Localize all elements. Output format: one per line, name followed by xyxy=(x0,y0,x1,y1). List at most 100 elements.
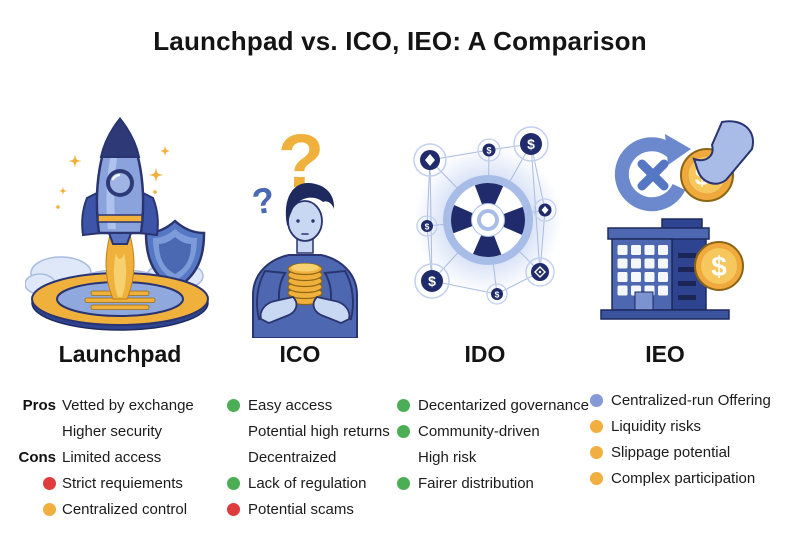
eth-node-icon xyxy=(413,143,447,177)
green-bullet-icon xyxy=(227,476,240,490)
building-icon xyxy=(600,218,730,320)
launch-pad-icon xyxy=(31,272,209,331)
building-windows xyxy=(617,245,668,296)
bullet-area xyxy=(397,398,410,412)
hand-holding-coin-icon: $ xyxy=(680,120,755,202)
bullet-area xyxy=(397,476,410,490)
list-item-text: Decentarized governance xyxy=(418,396,589,414)
list-item: Centralized-run Offering xyxy=(590,387,771,413)
list-item-text: Centralized control xyxy=(62,500,188,518)
dollar-node-icon: $ xyxy=(513,126,549,162)
list-item-text: Fairer distribution xyxy=(418,474,534,492)
list-item: High risk xyxy=(397,444,589,470)
list-item-text: Decentraized xyxy=(248,448,337,466)
list-item-text: Easy access xyxy=(248,396,333,414)
rocket-flame-icon xyxy=(105,229,135,300)
list-item: Strict requiements xyxy=(16,470,194,496)
list-item-text: Potential scams xyxy=(248,500,354,518)
list-item-text: Centralized-run Offering xyxy=(611,391,771,409)
list-item: Easy access xyxy=(227,392,390,418)
yellow-bullet-icon xyxy=(43,502,56,516)
list-item-text: Liquidity risks xyxy=(611,417,702,435)
list-item: Higher security xyxy=(16,418,194,444)
dollar-coin-icon: $ xyxy=(694,241,744,291)
list-item: Decentarized governance xyxy=(397,392,589,418)
svg-text:$: $ xyxy=(486,146,491,156)
exchange-building-icon: $ xyxy=(600,120,755,320)
bullet-area xyxy=(16,476,56,490)
small-question-mark-icon: ? xyxy=(250,179,277,223)
yellow-bullet-icon xyxy=(590,471,603,485)
list-item-text: Lack of regulation xyxy=(248,474,367,492)
ico-illustration: ? ? xyxy=(235,113,395,338)
green-bullet-icon xyxy=(397,424,410,438)
dollar-node-icon: $ xyxy=(477,138,501,162)
svg-text:$: $ xyxy=(527,136,535,152)
bullet-area xyxy=(590,471,603,485)
list-item: Decentraized xyxy=(227,444,390,470)
bullet-area xyxy=(590,393,603,407)
blue-bullet-icon xyxy=(590,393,603,407)
list-item: Cons Limited access xyxy=(16,444,194,470)
bullet-area xyxy=(227,502,240,516)
list-item: Liquidity risks xyxy=(590,413,771,439)
launchpad-illustration xyxy=(25,103,215,338)
list-item-text: Potential high returns xyxy=(248,422,390,440)
list-item-text: Limited access xyxy=(62,448,162,466)
list-item: Complex participation xyxy=(590,465,771,491)
person-holding-coins-icon: ? ? xyxy=(250,119,358,338)
network-nodes: $ $ xyxy=(413,126,557,305)
svg-text:$: $ xyxy=(428,273,436,289)
yellow-bullet-icon xyxy=(590,419,603,433)
list-item-text: Slippage potential xyxy=(611,443,731,461)
dollar-node-icon: $ xyxy=(416,215,438,237)
red-bullet-icon xyxy=(43,476,56,490)
sparkle-stars-icon xyxy=(56,145,171,209)
column-header-ido: IDO xyxy=(464,341,506,367)
dollar-node-icon: $ xyxy=(486,283,508,305)
column-header-ico: ICO xyxy=(279,341,321,367)
ieo-illustration: $ xyxy=(595,118,780,328)
bullet-area xyxy=(397,424,410,438)
list-item-text: Vetted by exchange xyxy=(62,396,194,414)
bullet-area xyxy=(16,502,56,516)
ido-illustration: $ $ xyxy=(405,123,580,338)
list-item-text: Complex participation xyxy=(611,469,756,487)
svg-text:$: $ xyxy=(711,251,727,282)
column-header-launchpad: Launchpad xyxy=(58,341,182,367)
red-bullet-icon xyxy=(227,502,240,516)
hands-icon xyxy=(259,296,351,324)
list-item: Community-driven xyxy=(397,418,589,444)
svg-text:$: $ xyxy=(495,290,500,300)
list-item-text: Community-driven xyxy=(418,422,540,440)
bullet-area xyxy=(590,445,603,459)
page-title: Launchpad vs. ICO, IEO: A Comparison xyxy=(153,26,647,56)
green-bullet-icon xyxy=(397,398,410,412)
dollar-node-icon: $ xyxy=(414,263,450,299)
green-bullet-icon xyxy=(227,398,240,412)
token-network-icon: $ $ xyxy=(413,126,562,305)
tower-windows xyxy=(678,253,696,300)
yellow-bullet-icon xyxy=(590,445,603,459)
list-item: Lack of regulation xyxy=(227,470,390,496)
list-item: Potential scams xyxy=(227,496,390,522)
pros-cons-label: Cons xyxy=(18,448,57,466)
list-item: Fairer distribution xyxy=(397,470,589,496)
list-item-text: High risk xyxy=(418,448,477,466)
list-item-text: Strict requiements xyxy=(62,474,183,492)
bullet-area xyxy=(227,398,240,412)
green-bullet-icon xyxy=(397,476,410,490)
list-item: Slippage potential xyxy=(590,439,771,465)
central-token-icon xyxy=(443,175,533,265)
bullet-area xyxy=(590,419,603,433)
rocket-icon xyxy=(81,117,159,245)
bullet-area xyxy=(227,476,240,490)
list-item: Centralized control xyxy=(16,496,194,522)
svg-text:$: $ xyxy=(425,222,430,232)
